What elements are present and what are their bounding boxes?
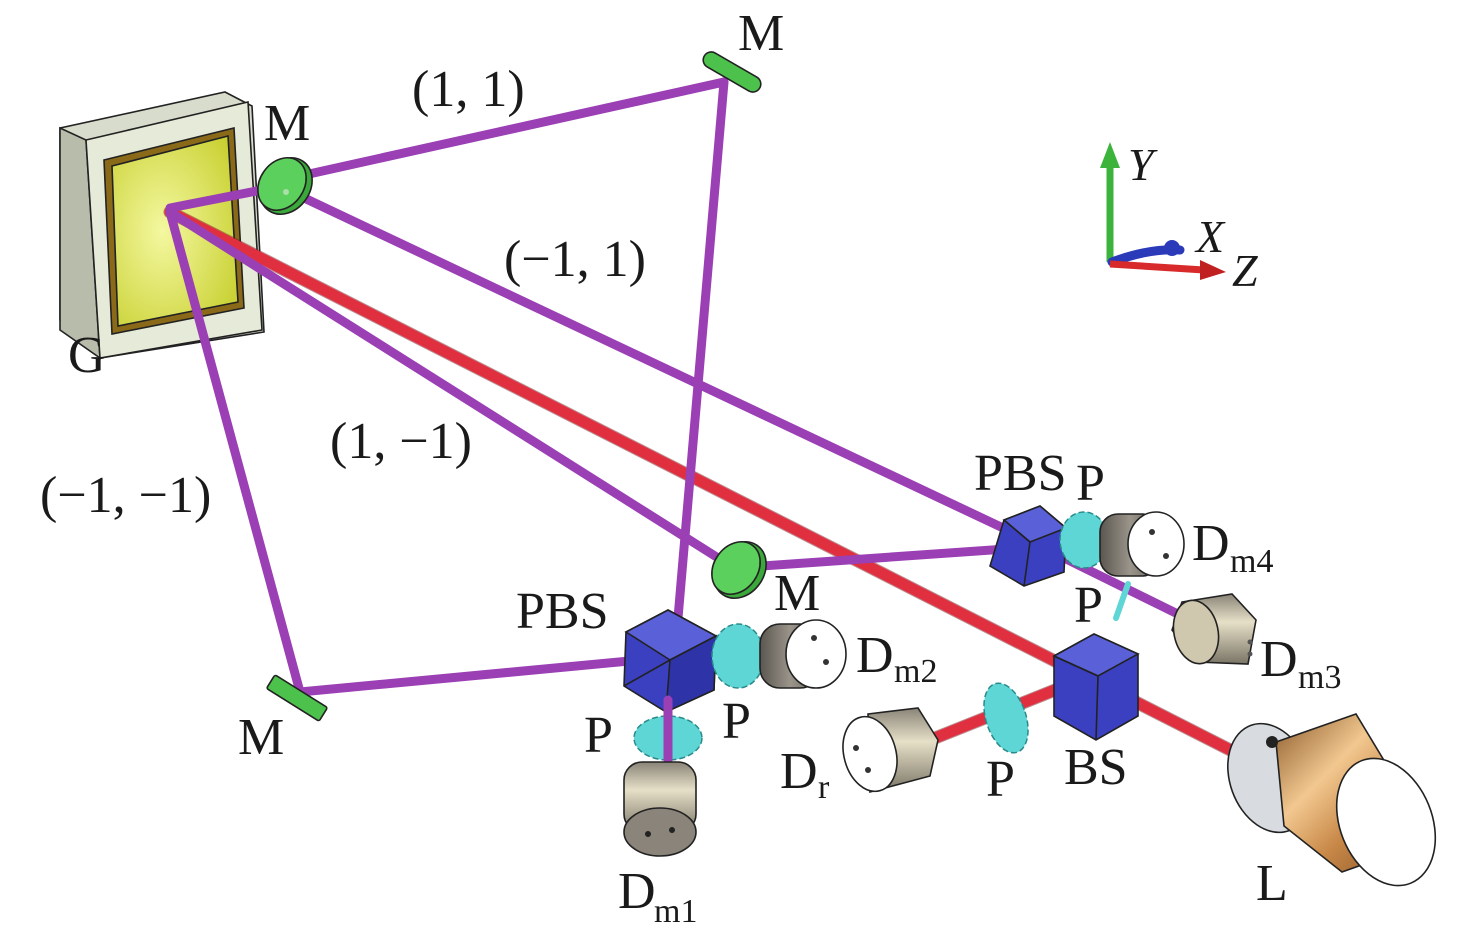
label-grating: G: [68, 327, 106, 384]
svg-text:D: D: [856, 627, 894, 684]
label-order-1-1: (1, 1): [412, 61, 525, 118]
polarizer-dm2: [711, 623, 765, 689]
beam-order-m1-m1: [165, 207, 305, 697]
label-detector-dm2: D m2: [856, 627, 937, 690]
measurement-beams: [165, 77, 1195, 697]
detector-dr: [842, 707, 939, 794]
beam-order-1-1: [295, 77, 729, 181]
axis-y-label: Y: [1128, 139, 1158, 190]
label-detector-dm4: D m4: [1192, 515, 1273, 580]
pbs-right: [989, 505, 1068, 587]
svg-text:m3: m3: [1298, 659, 1341, 696]
svg-text:D: D: [780, 743, 818, 800]
axis-z-label: Z: [1232, 245, 1258, 296]
label-polarizer-dm2: P: [722, 693, 751, 750]
axis-y-arrow-icon: [1100, 142, 1120, 168]
label-order-m1-m1: (−1, −1): [40, 467, 211, 524]
label-polarizer-dr: P: [986, 751, 1015, 808]
mirror-middle: [711, 541, 767, 599]
label-order-m1-1: (−1, 1): [504, 231, 646, 288]
svg-text:r: r: [818, 769, 830, 806]
axis-x-label: X: [1194, 211, 1226, 262]
label-laser: L: [1256, 855, 1288, 912]
svg-text:D: D: [1260, 631, 1298, 688]
label-mirror-near-grating: M: [264, 95, 310, 152]
label-detector-dr: D r: [780, 743, 830, 806]
polarizer-dr: [983, 682, 1029, 754]
label-mirror-top: M: [738, 5, 784, 62]
svg-text:m4: m4: [1230, 543, 1273, 580]
label-detector-dm1: D m1: [618, 863, 697, 930]
detector-dm1: [623, 761, 697, 857]
laser: [1227, 713, 1437, 887]
label-polarizer-dm3: P: [1074, 577, 1103, 634]
label-polarizer-dm1: P: [584, 707, 613, 764]
svg-text:m1: m1: [654, 893, 697, 930]
beam-splitter: [1052, 633, 1140, 741]
detector-dm3: [1171, 593, 1257, 665]
mirror-near-grating: [257, 157, 313, 215]
label-order-1-m1: (1, −1): [330, 413, 472, 470]
svg-text:m2: m2: [894, 653, 937, 690]
label-mirror-middle: M: [774, 565, 820, 622]
axis-z-line: [1109, 260, 1205, 274]
label-detector-dm3: D m3: [1260, 631, 1341, 696]
label-mirror-bottom-left: M: [238, 709, 284, 766]
svg-text:D: D: [1192, 515, 1230, 572]
detector-dm2: [759, 619, 847, 689]
mirror-bottom-left: [266, 674, 328, 722]
label-pbs-left: PBS: [516, 583, 609, 640]
axis-x-arrow-icon: [1164, 240, 1180, 256]
svg-text:D: D: [618, 863, 656, 920]
polarizer-dm3: [1113, 581, 1131, 621]
beam-order-m1-1: [295, 191, 1025, 541]
coordinate-axes: Y X Z: [1100, 139, 1258, 296]
beam-order-1-m1: [165, 207, 739, 573]
label-pbs-right-polarizer: P: [1076, 455, 1105, 512]
label-beam-splitter: BS: [1064, 739, 1128, 796]
grating: [59, 91, 265, 360]
mirror-top: [702, 51, 762, 93]
polarizer-dm1: [633, 695, 703, 765]
detector-dm4: [1099, 511, 1185, 577]
axis-z-arrow-icon: [1200, 260, 1226, 280]
label-pbs-right: PBS: [974, 445, 1067, 502]
labels: G M M M M (1, 1) (−1, 1) (1, −1) (−1, −1…: [40, 5, 1341, 930]
